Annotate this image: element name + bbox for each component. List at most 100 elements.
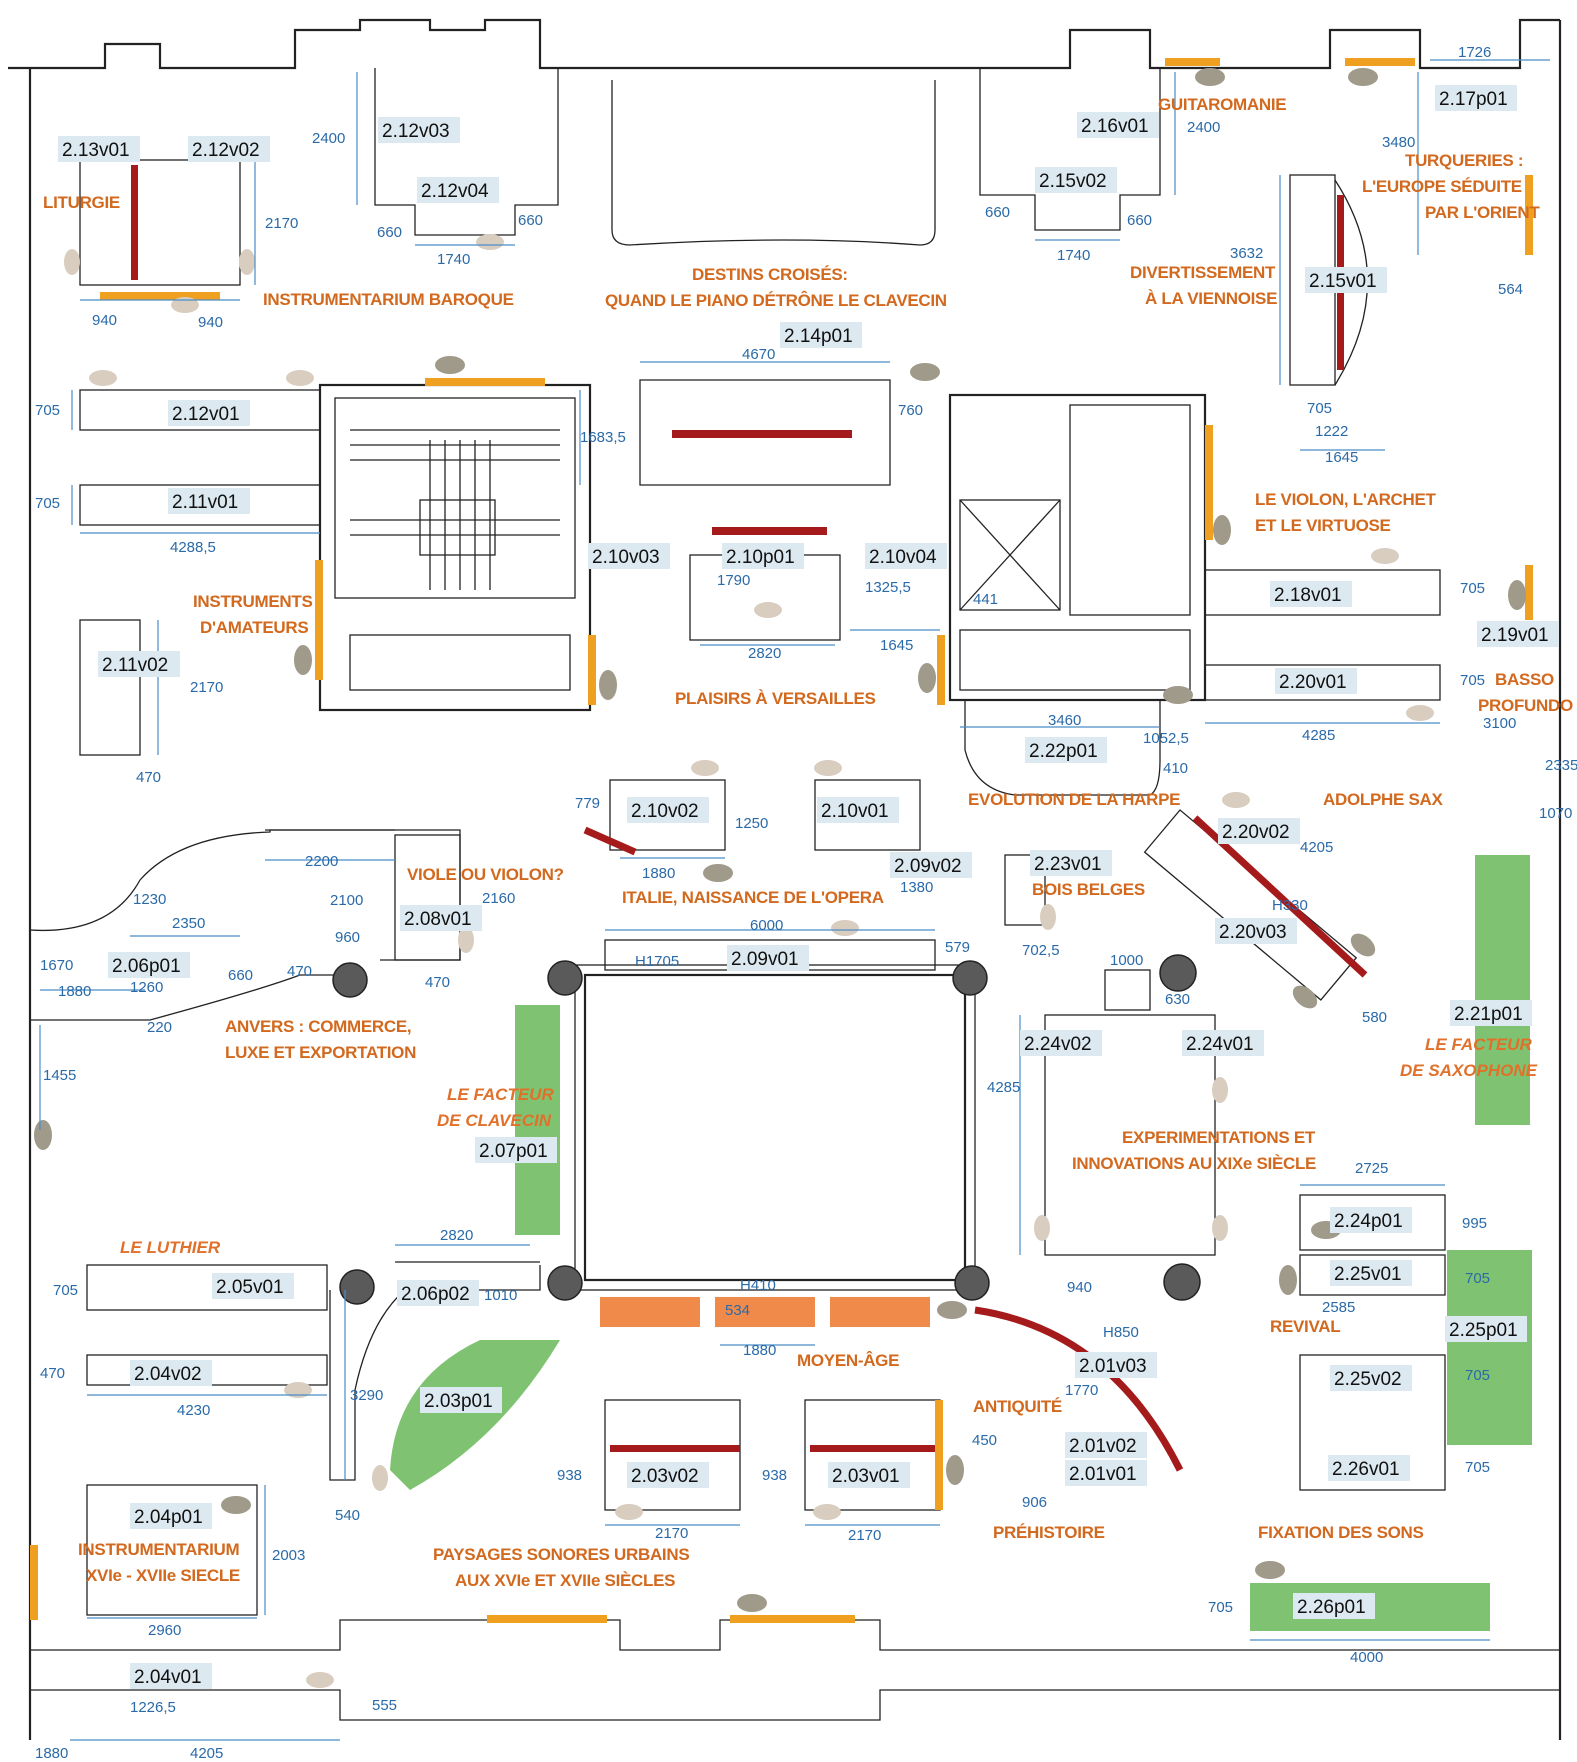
showcase-2-01v02[interactable]: 2.01v02 — [1065, 1432, 1147, 1458]
svg-text:906: 906 — [1022, 1494, 1047, 1511]
svg-text:938: 938 — [762, 1467, 787, 1484]
showcase-2-04v01[interactable]: 2.04v01 — [130, 1663, 212, 1689]
theme-paysages-1: PAYSAGES SONORES URBAINS — [433, 1545, 689, 1564]
svg-text:2.13v01: 2.13v01 — [62, 140, 130, 161]
showcase-2-12v04[interactable]: 2.12v04 — [417, 177, 499, 203]
showcase-2-01v03[interactable]: 2.01v03 — [1075, 1352, 1157, 1378]
theme-luthier: LE LUTHIER — [120, 1238, 221, 1257]
svg-text:940: 940 — [198, 314, 223, 331]
showcase-2-22p01[interactable]: 2.22p01 — [1025, 737, 1107, 763]
showcase-2-12v03[interactable]: 2.12v03 — [378, 117, 460, 143]
showcase-2-20v01[interactable]: 2.20v01 — [1275, 668, 1357, 694]
svg-text:4288,5: 4288,5 — [170, 539, 216, 556]
svg-text:2.10v02: 2.10v02 — [631, 801, 699, 822]
showcase-2-01v01[interactable]: 2.01v01 — [1065, 1460, 1147, 1486]
showcase-2-17p01[interactable]: 2.17p01 — [1435, 85, 1517, 111]
showcase-2-23v01[interactable]: 2.23v01 — [1030, 850, 1112, 876]
svg-text:2.01v03: 2.01v03 — [1079, 1356, 1147, 1377]
theme-fixation: FIXATION DES SONS — [1258, 1523, 1424, 1542]
theme-facteur-sax-1: LE FACTEUR — [1425, 1035, 1532, 1054]
svg-text:705: 705 — [1460, 672, 1485, 689]
showcase-2-15v01[interactable]: 2.15v01 — [1305, 267, 1387, 293]
showcase-2-16v01[interactable]: 2.16v01 — [1077, 112, 1159, 138]
showcase-2-10v02[interactable]: 2.10v02 — [627, 797, 709, 823]
svg-text:H1705: H1705 — [635, 953, 679, 970]
svg-text:2.23v01: 2.23v01 — [1034, 854, 1102, 875]
theme-experimentations-2: INNOVATIONS AU XIXe SIÈCLE — [1072, 1154, 1316, 1173]
showcase-2-24p01[interactable]: 2.24p01 — [1330, 1207, 1412, 1233]
showcase-2-20v03[interactable]: 2.20v03 — [1215, 918, 1297, 944]
showcase-2-10v01[interactable]: 2.10v01 — [817, 797, 899, 823]
svg-text:2.24p01: 2.24p01 — [1334, 1211, 1403, 1232]
showcase-2-03p01[interactable]: 2.03p01 — [420, 1387, 502, 1413]
svg-text:2170: 2170 — [190, 679, 223, 696]
svg-text:2.04p01: 2.04p01 — [134, 1507, 203, 1528]
showcase-2-09v02[interactable]: 2.09v02 — [890, 852, 972, 878]
svg-text:441: 441 — [973, 591, 998, 608]
svg-text:2.12v04: 2.12v04 — [421, 181, 489, 202]
theme-divertissement-2: À LA VIENNOISE — [1145, 289, 1277, 308]
showcase-2-25p01[interactable]: 2.25p01 — [1445, 1316, 1527, 1342]
showcase-2-04v02[interactable]: 2.04v02 — [130, 1360, 212, 1386]
showcase-2-14p01[interactable]: 2.14p01 — [780, 322, 862, 348]
zone-2-07p01 — [515, 1005, 560, 1235]
showcase-2-24v01[interactable]: 2.24v01 — [1182, 1030, 1264, 1056]
showcase-2-03v01[interactable]: 2.03v01 — [828, 1462, 910, 1488]
svg-text:555: 555 — [372, 1697, 397, 1714]
showcase-2-08v01[interactable]: 2.08v01 — [400, 905, 482, 931]
svg-text:2.14p01: 2.14p01 — [784, 326, 853, 347]
svg-text:2.25v02: 2.25v02 — [1334, 1369, 1402, 1390]
svg-text:1670: 1670 — [40, 957, 73, 974]
svg-text:H330: H330 — [1272, 897, 1308, 914]
showcase-2-18v01[interactable]: 2.18v01 — [1270, 581, 1352, 607]
showcase-2-10v04[interactable]: 2.10v04 — [865, 543, 947, 569]
showcase-2-06p01[interactable]: 2.06p01 — [108, 952, 190, 978]
svg-text:660: 660 — [1127, 212, 1152, 229]
showcase-2-04p01[interactable]: 2.04p01 — [130, 1503, 212, 1529]
svg-text:1000: 1000 — [1110, 952, 1143, 969]
svg-text:2.09v01: 2.09v01 — [731, 949, 799, 970]
showcase-2-19v01[interactable]: 2.19v01 — [1477, 621, 1559, 647]
showcase-2-26p01[interactable]: 2.26p01 — [1293, 1593, 1375, 1619]
svg-text:940: 940 — [1067, 1279, 1092, 1296]
theme-viole: VIOLE OU VIOLON? — [407, 865, 564, 884]
svg-text:705: 705 — [1465, 1459, 1490, 1476]
svg-text:534: 534 — [725, 1302, 750, 1319]
showcase-2-05v01[interactable]: 2.05v01 — [212, 1273, 294, 1299]
showcase-2-07p01[interactable]: 2.07p01 — [475, 1137, 557, 1163]
showcase-2-10p01[interactable]: 2.10p01 — [722, 543, 804, 569]
svg-text:2.09v02: 2.09v02 — [894, 856, 962, 877]
showcase-2-09v01[interactable]: 2.09v01 — [727, 945, 809, 971]
showcase-2-25v01[interactable]: 2.25v01 — [1330, 1260, 1412, 1286]
showcase-2-11v02[interactable]: 2.11v02 — [98, 651, 180, 677]
showcase-2-03v02[interactable]: 2.03v02 — [627, 1462, 709, 1488]
svg-text:1880: 1880 — [58, 983, 91, 1000]
showcase-2-06p02[interactable]: 2.06p02 — [397, 1280, 479, 1306]
svg-text:2.22p01: 2.22p01 — [1029, 741, 1098, 762]
svg-text:6000: 6000 — [750, 917, 783, 934]
showcase-2-25v02[interactable]: 2.25v02 — [1330, 1365, 1412, 1391]
showcase-2-10v03[interactable]: 2.10v03 — [588, 543, 670, 569]
theme-revival: REVIVAL — [1270, 1317, 1340, 1336]
svg-text:2170: 2170 — [848, 1527, 881, 1544]
zone-2-21p01 — [1475, 855, 1530, 1125]
showcase-2-12v02[interactable]: 2.12v02 — [188, 136, 270, 162]
showcase-2-20v02[interactable]: 2.20v02 — [1218, 818, 1300, 844]
showcase-2-21p01[interactable]: 2.21p01 — [1450, 1000, 1532, 1026]
showcase-2-26v01[interactable]: 2.26v01 — [1328, 1455, 1410, 1481]
theme-destins-1: DESTINS CROISÉS: — [692, 265, 848, 284]
theme-violon-2: ET LE VIRTUOSE — [1255, 516, 1391, 535]
yellow-strips — [30, 58, 1533, 1623]
svg-text:3290: 3290 — [350, 1387, 383, 1404]
showcase-2-12v01[interactable]: 2.12v01 — [168, 400, 250, 426]
showcase-2-15v02[interactable]: 2.15v02 — [1035, 167, 1117, 193]
showcase-2-11v01[interactable]: 2.11v01 — [168, 488, 250, 514]
svg-text:470: 470 — [287, 963, 312, 980]
showcase-2-24v02[interactable]: 2.24v02 — [1020, 1030, 1102, 1056]
svg-text:1070: 1070 — [1539, 805, 1572, 822]
svg-text:2.16v01: 2.16v01 — [1081, 116, 1149, 137]
svg-text:2.10v04: 2.10v04 — [869, 547, 937, 568]
theme-basso-2: PROFUNDO — [1478, 696, 1573, 715]
svg-text:4230: 4230 — [177, 1402, 210, 1419]
showcase-2-13v01[interactable]: 2.13v01 — [58, 136, 140, 162]
